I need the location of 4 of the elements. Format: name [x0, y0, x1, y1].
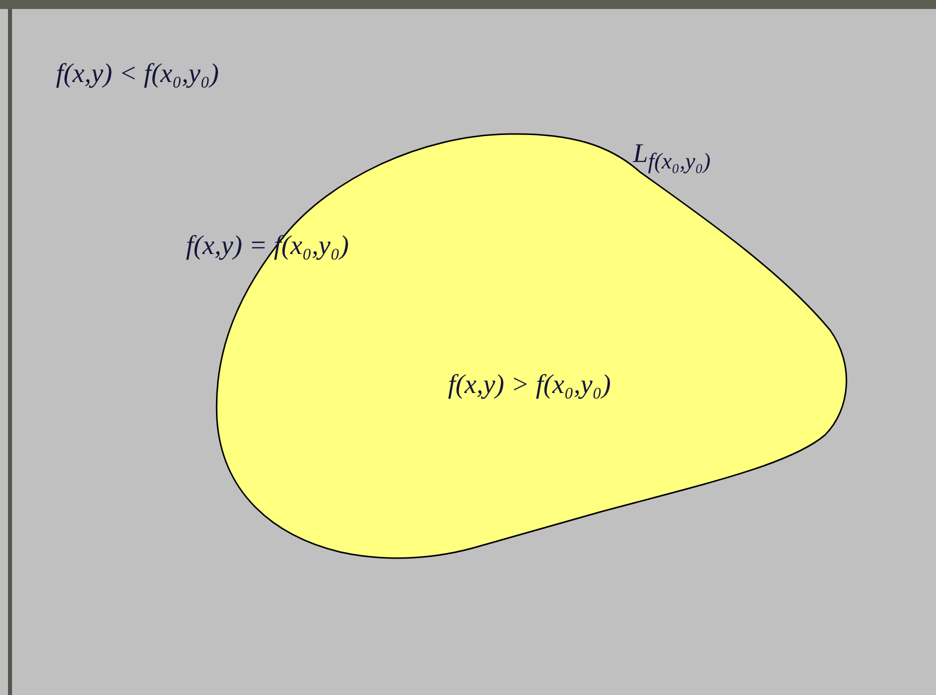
inequality-label: f(x,y) < f(x₀,y₀) — [56, 58, 219, 89]
level-curve-label: L$_{f(x₀,y₀)}$ — [633, 138, 711, 174]
inequality-text: f(x,y) > f(x₀,y₀) — [448, 369, 611, 400]
equation-label: f(x,y) = f(x₀,y₀) — [186, 230, 349, 261]
